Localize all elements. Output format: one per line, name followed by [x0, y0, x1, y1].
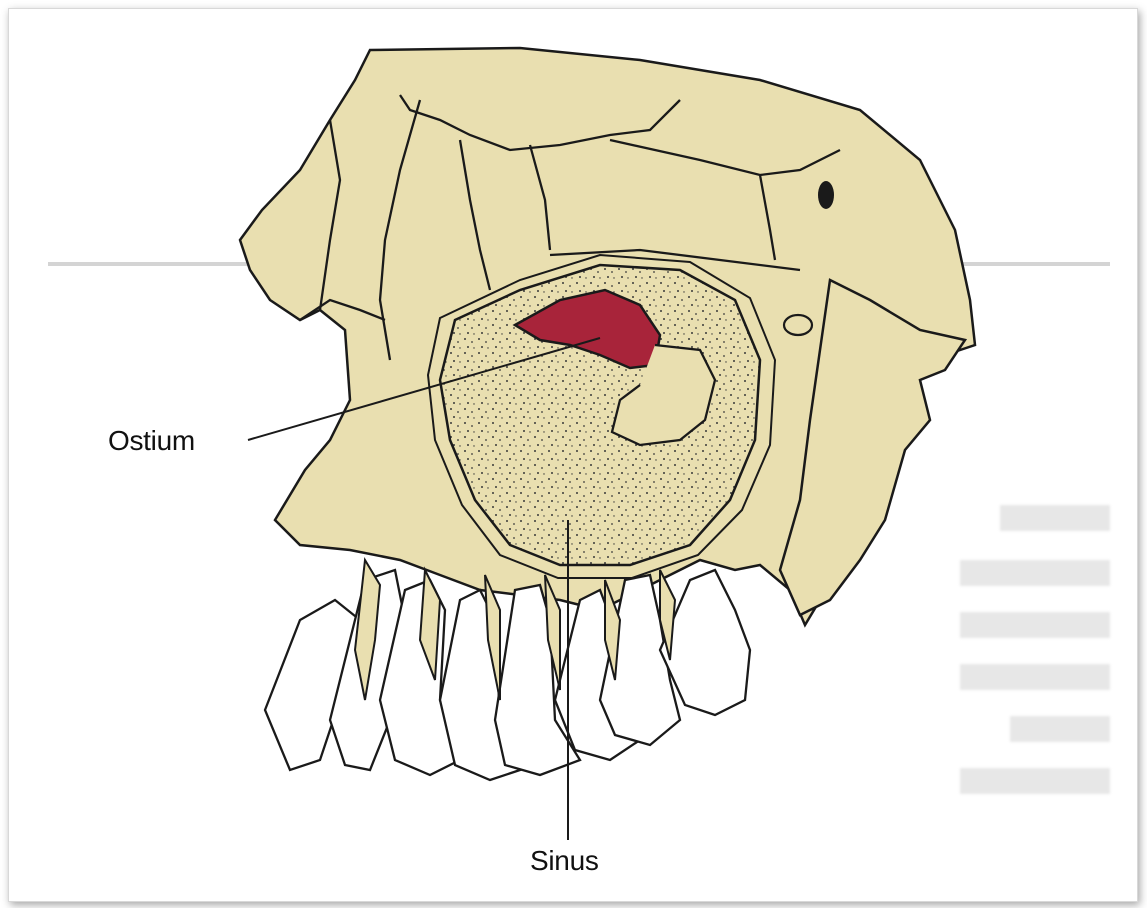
ostium-label: Ostium — [108, 425, 195, 457]
foramen — [818, 181, 834, 209]
sinus-label: Sinus — [530, 845, 599, 877]
teeth — [265, 570, 750, 780]
